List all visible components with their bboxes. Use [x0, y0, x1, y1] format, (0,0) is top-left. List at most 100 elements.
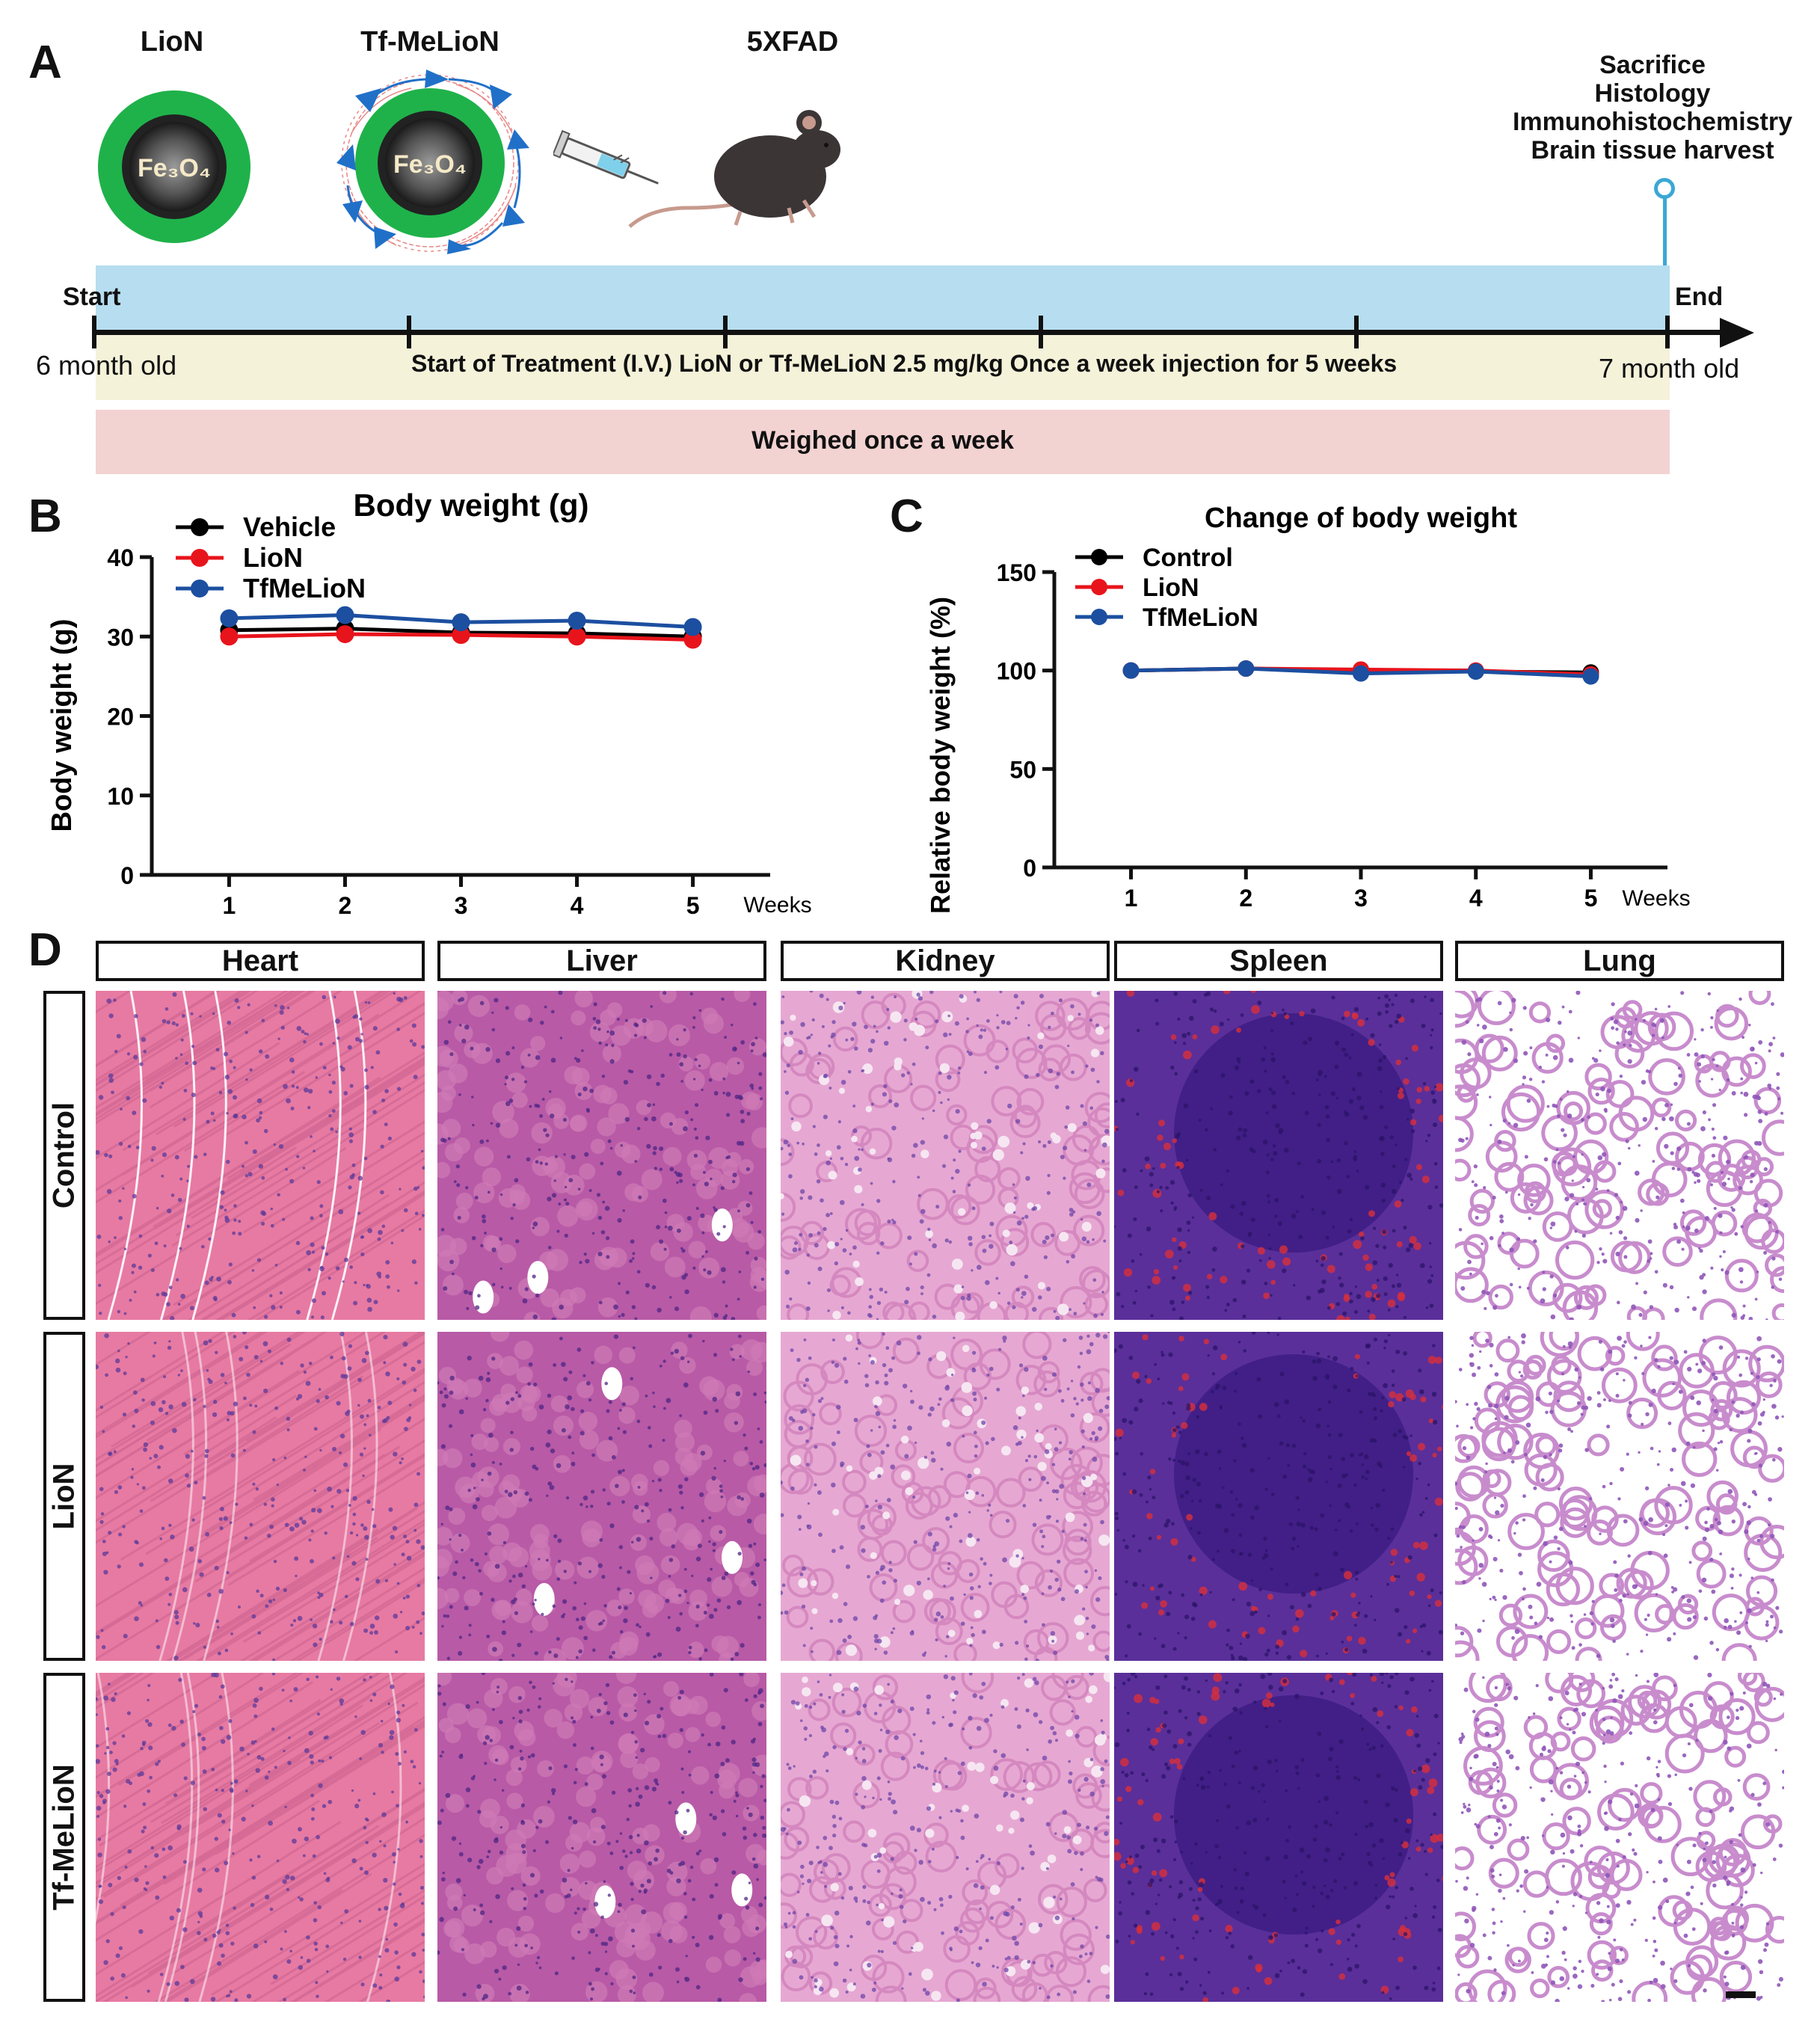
- histology-image-tf-melion-kidney: [781, 1673, 1110, 2002]
- legend-label: LioN: [1143, 574, 1199, 602]
- organ-header-spleen: Spleen: [1114, 941, 1443, 981]
- data-point: [336, 625, 354, 644]
- tf-melion-core-label: Fe₃O₄: [393, 150, 467, 179]
- x-tick-label: 4: [571, 892, 584, 919]
- group-header-label: Control: [47, 1101, 81, 1209]
- histology-image-tf-melion-heart: [96, 1673, 425, 2002]
- y-tick-label: 0: [120, 862, 134, 889]
- endpoint-marker-icon: [1654, 178, 1675, 199]
- group-header-label: Tf-MeLioN: [47, 1764, 81, 1911]
- legend-marker: [1091, 609, 1107, 625]
- data-point: [220, 627, 239, 646]
- histology-image-control-spleen: [1114, 991, 1443, 1320]
- data-point: [1122, 662, 1140, 679]
- x-tick-label: 2: [1239, 885, 1252, 912]
- organ-header-kidney: Kidney: [781, 941, 1110, 981]
- data-point: [1353, 665, 1369, 682]
- timeline-top-band: [96, 265, 1670, 333]
- timeline-start-label: Start: [63, 283, 121, 311]
- timeline-tick: [92, 316, 96, 348]
- endpoint-marker-line: [1663, 193, 1667, 328]
- legend-label: Vehicle: [243, 511, 336, 542]
- chart-title: Change of body weight: [1205, 503, 1517, 534]
- syringe-icon: [553, 129, 659, 185]
- y-tick-label: 10: [107, 783, 134, 810]
- y-axis-label: Relative body weight (%): [925, 597, 956, 914]
- tf-melion-title: Tf-MeLioN: [360, 26, 499, 58]
- histology-image-control-liver: [437, 991, 766, 1320]
- timeline-tick: [1665, 316, 1670, 348]
- timeline-treatment-band: [96, 333, 1670, 400]
- x-tick-label: 5: [1584, 885, 1598, 912]
- histology-image-lion-liver: [437, 1332, 766, 1661]
- y-tick-label: 100: [997, 658, 1036, 685]
- treatment-label: Start of Treatment (I.V.) LioN or Tf-MeL…: [411, 350, 1398, 377]
- histology-image-control-heart: [96, 991, 425, 1320]
- x-tick-label: 2: [339, 892, 352, 919]
- x-tick-label: 1: [223, 892, 236, 919]
- x-axis-label: Weeks: [1622, 886, 1690, 911]
- weighed-label: Weighed once a week: [751, 426, 1014, 455]
- histology-image-lion-lung: [1455, 1332, 1784, 1661]
- y-tick-label: 0: [1023, 855, 1036, 882]
- chart-title: Body weight (g): [354, 488, 589, 523]
- group-header-tf-melion: Tf-MeLioN: [43, 1673, 85, 2002]
- lion-title: LioN: [140, 26, 204, 58]
- legend-label: TfMeLioN: [243, 573, 366, 603]
- body-weight-chart: Body weight (g) Body weight (g) Weeks 0 1…: [46, 488, 812, 919]
- relative-body-weight-chart: Change of body weight Relative body weig…: [925, 503, 1691, 914]
- organ-header-liver: Liver: [437, 941, 766, 981]
- y-tick-label: 30: [107, 624, 134, 651]
- organ-header-lung: Lung: [1455, 941, 1784, 981]
- panel-label-a: A: [28, 37, 62, 88]
- legend-marker: [1091, 579, 1107, 595]
- group-header-lion: LioN: [43, 1332, 85, 1661]
- data-point: [683, 630, 702, 649]
- endpoint-item: Histology: [1594, 79, 1711, 108]
- timeline-tick: [1039, 316, 1043, 348]
- panel-label-b: B: [28, 491, 62, 542]
- age-end-label: 7 month old: [1599, 353, 1740, 384]
- x-tick-label: 5: [686, 892, 700, 919]
- endpoint-list: Sacrifice Histology Immunohistochemistry…: [1488, 51, 1817, 165]
- timeline-tick: [1354, 316, 1359, 348]
- legend-label: TfMeLioN: [1143, 603, 1258, 632]
- endpoint-item: Brain tissue harvest: [1531, 136, 1774, 165]
- timeline-tick: [723, 316, 728, 348]
- mouse-icon: [628, 110, 840, 228]
- age-start-label: 6 month old: [36, 350, 177, 381]
- histology-image-tf-melion-liver: [437, 1673, 766, 2002]
- histology-image-tf-melion-spleen: [1114, 1673, 1443, 2002]
- data-point: [452, 626, 470, 645]
- x-tick-label: 4: [1469, 885, 1483, 912]
- x-axis-label: Weeks: [743, 893, 811, 918]
- group-header-control: Control: [43, 991, 85, 1320]
- timeline-arrowhead-icon: [1720, 318, 1754, 348]
- legend-marker: [191, 549, 209, 567]
- legend-label: Control: [1143, 544, 1233, 572]
- tf-melion-nanoparticle-icon: Fe₃O₄: [336, 70, 529, 254]
- histology-image-tf-melion-lung: [1455, 1673, 1784, 2002]
- legend-label: LioN: [243, 542, 303, 573]
- data-point: [1238, 660, 1255, 677]
- histology-image-lion-spleen: [1114, 1332, 1443, 1661]
- histology-image-control-kidney: [781, 991, 1110, 1320]
- endpoint-item: Immunohistochemistry: [1512, 108, 1793, 136]
- scale-bar: [1726, 1991, 1756, 1998]
- y-axis-label: Body weight (g): [46, 619, 78, 832]
- organ-header-heart: Heart: [96, 941, 425, 981]
- timeline-axis: [93, 330, 1730, 335]
- y-tick-label: 20: [107, 704, 134, 731]
- histology-image-control-lung: [1455, 991, 1784, 1320]
- data-point: [1582, 668, 1599, 685]
- data-point: [683, 618, 702, 636]
- histology-image-lion-heart: [96, 1332, 425, 1661]
- data-point: [1467, 663, 1484, 680]
- timeline-end-label: End: [1675, 283, 1724, 311]
- chart-axes: [150, 557, 770, 877]
- panel-label-d: D: [28, 924, 62, 976]
- data-point: [452, 613, 470, 632]
- legend-marker: [1091, 549, 1107, 565]
- data-point: [568, 627, 586, 646]
- legend-marker: [191, 580, 209, 597]
